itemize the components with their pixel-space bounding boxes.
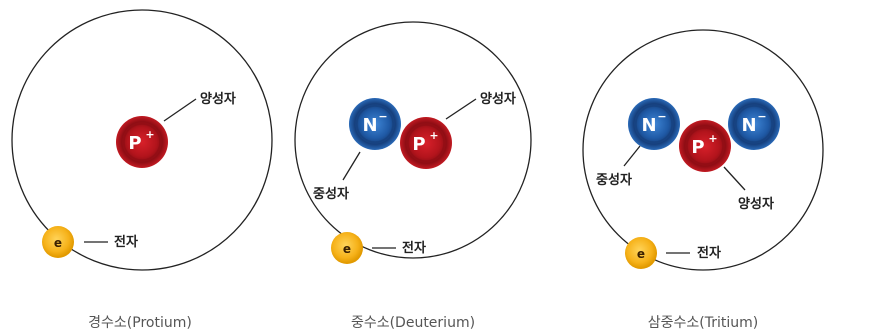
electron: e — [331, 232, 363, 264]
electron-label: 전자 — [114, 234, 138, 250]
electron-symbol: e — [637, 247, 645, 261]
orbit-ring — [11, 9, 273, 271]
neutron-label: 중성자 — [313, 187, 349, 202]
caption-protium: 경수소(Protium) — [88, 315, 192, 331]
neutron-charge: − — [378, 110, 387, 123]
neutron-symbol: N — [362, 115, 377, 136]
atom-protium: P + 양성자 e 전자 경수소(Protium) — [11, 9, 273, 331]
orbit-ring — [582, 29, 824, 271]
proton-label: 양성자 — [480, 92, 516, 107]
caption-tritium: 삼중수소(Tritium) — [648, 315, 758, 331]
electron: e — [42, 226, 74, 258]
electron-symbol: e — [54, 236, 62, 250]
neutron: N − — [349, 98, 401, 150]
neutron-charge: − — [757, 110, 766, 123]
proton-charge: + — [145, 128, 154, 141]
orbit-ring — [294, 21, 532, 259]
proton-symbol: P — [691, 137, 704, 158]
neutron-right: N − — [728, 98, 780, 150]
proton-leader-line — [445, 98, 477, 120]
proton: P + — [400, 117, 452, 169]
atom-deuterium: N − P + 양성자 중성자 e 전자 중수소(Deuterium) — [294, 21, 532, 331]
proton: P + — [116, 116, 168, 168]
proton-leader-line — [163, 98, 197, 122]
proton-symbol: P — [412, 134, 425, 155]
proton-leader-line — [723, 166, 746, 191]
caption-deuterium: 중수소(Deuterium) — [351, 315, 475, 331]
electron-label: 전자 — [402, 240, 426, 256]
proton: P + — [679, 120, 731, 172]
neutron-left: N − — [628, 98, 680, 150]
neutron-charge: − — [657, 110, 666, 123]
electron-label: 전자 — [697, 245, 721, 261]
neutron-leader-line — [623, 145, 641, 167]
proton-charge: + — [708, 132, 717, 145]
proton-symbol: P — [128, 133, 141, 154]
proton-label: 양성자 — [738, 197, 774, 212]
atom-tritium: N − N − P + 중성자 양성자 e 전자 삼중수소(Tritium) — [582, 29, 824, 331]
electron: e — [625, 237, 657, 269]
proton-charge: + — [429, 129, 438, 142]
proton-label: 양성자 — [200, 92, 236, 107]
electron-symbol: e — [343, 242, 351, 256]
neutron-symbol: N — [641, 115, 656, 136]
neutron-label: 중성자 — [596, 173, 632, 188]
neutron-symbol: N — [741, 115, 756, 136]
neutron-leader-line — [342, 151, 361, 181]
